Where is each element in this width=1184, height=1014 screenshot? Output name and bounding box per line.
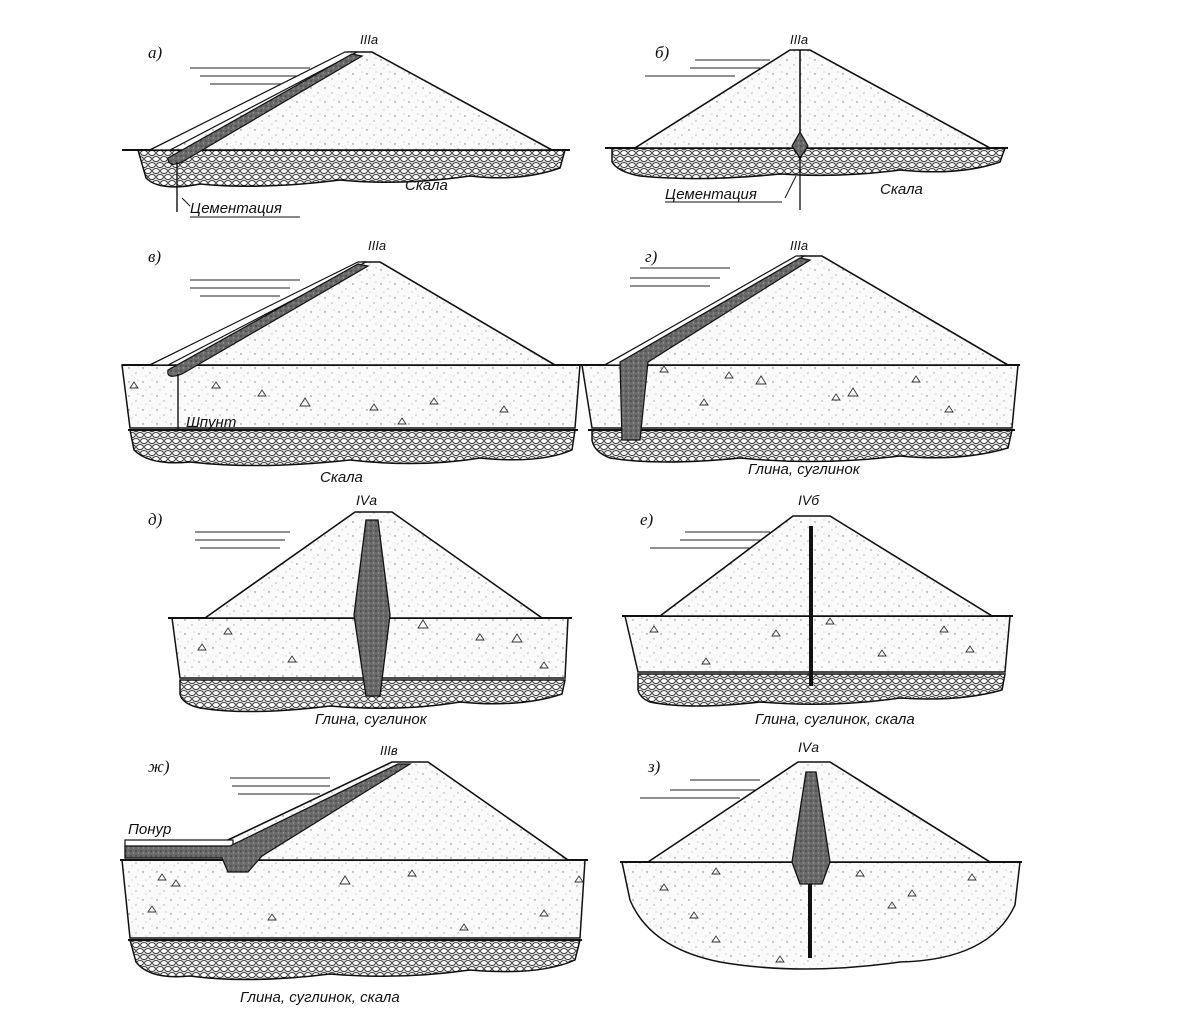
base-label: Глина, суглинок xyxy=(748,461,861,478)
water-level xyxy=(640,779,760,799)
base-label: Скала xyxy=(880,181,923,198)
rock-base xyxy=(137,149,566,188)
clay-base xyxy=(129,939,581,981)
water-level xyxy=(230,777,330,795)
base-label: Скала xyxy=(405,177,448,194)
panel-letter: д) xyxy=(148,510,163,529)
panel-b: б) IIIа Цементация Скала xyxy=(605,32,1008,210)
dam-type-label: IIIв xyxy=(380,743,398,758)
protective-layer xyxy=(149,51,358,151)
panel-letter: г) xyxy=(645,247,658,266)
dam-type-label: IIIа xyxy=(790,238,808,253)
panel-g: г) IIIа Глина, суглинок xyxy=(580,238,1020,478)
panel-zh: ж) IIIв Понур Глина, суглинок, скала xyxy=(120,743,588,1006)
panel-z: з) IVа xyxy=(620,739,1022,970)
panel-letter: а) xyxy=(148,43,163,62)
blanket-screen xyxy=(124,763,413,873)
panel-v: в) IIIа Шпунт Скала xyxy=(121,238,582,486)
water-level xyxy=(650,531,770,549)
panel-letter: з) xyxy=(647,757,661,776)
sheetpile-label: Шпунт xyxy=(186,414,236,431)
rock-base xyxy=(129,429,576,467)
water-level xyxy=(190,279,300,297)
stone-markers xyxy=(659,867,977,963)
alluvium-layer xyxy=(621,861,1021,970)
water-level xyxy=(190,67,310,85)
stone-markers xyxy=(147,869,584,931)
upstream-screen xyxy=(167,53,364,165)
panel-letter: в) xyxy=(148,247,161,266)
cementation-label: Цементация xyxy=(665,186,757,203)
stone-markers xyxy=(197,619,549,669)
base-label: Глина, суглинок, скала xyxy=(240,989,400,1006)
upstream-screen xyxy=(167,263,370,377)
alluvium-layer xyxy=(121,859,586,939)
screen-with-tooth xyxy=(619,257,812,441)
panel-letter: б) xyxy=(655,43,670,62)
alluvium-layer xyxy=(624,615,1011,673)
clay-base xyxy=(591,429,1013,463)
dam-body xyxy=(632,49,991,149)
dam-type-label: IIIа xyxy=(360,32,378,47)
blanket-label: Понур xyxy=(128,821,171,838)
panel-a: а) IIIа Цементация Скала xyxy=(122,32,570,218)
cementation-label: Цементация xyxy=(190,200,282,217)
central-core xyxy=(353,519,391,697)
panel-letter: е) xyxy=(640,510,654,529)
base-label: Глина, суглинок xyxy=(315,711,428,728)
dam-type-label: IVа xyxy=(798,739,819,755)
protective-layer xyxy=(149,261,367,366)
clay-base xyxy=(637,673,1006,707)
panel-d: д) IVа Глина, суглинок xyxy=(148,492,572,728)
panel-e: е) IVб Глина, суглинок, скала xyxy=(622,492,1013,728)
dam-body xyxy=(657,515,995,617)
base-label: Скала xyxy=(320,469,363,486)
alluvium-layer xyxy=(581,364,1019,429)
dam-type-label: IIIа xyxy=(368,238,386,253)
protective-layer xyxy=(602,255,807,366)
stone-markers xyxy=(649,617,975,665)
stone-markers xyxy=(659,365,954,413)
stone-markers xyxy=(129,381,509,425)
water-level xyxy=(195,531,290,549)
rock-base xyxy=(611,147,1007,180)
dam-type-label: IVб xyxy=(798,492,820,508)
panel-letter: ж) xyxy=(148,757,170,776)
water-level xyxy=(630,267,730,287)
base-label: Глина, суглинок, скала xyxy=(755,711,915,728)
dam-type-label: IIIа xyxy=(790,32,808,47)
central-core xyxy=(791,771,831,885)
water-level xyxy=(645,59,770,77)
dam-type-label: IVа xyxy=(356,492,377,508)
